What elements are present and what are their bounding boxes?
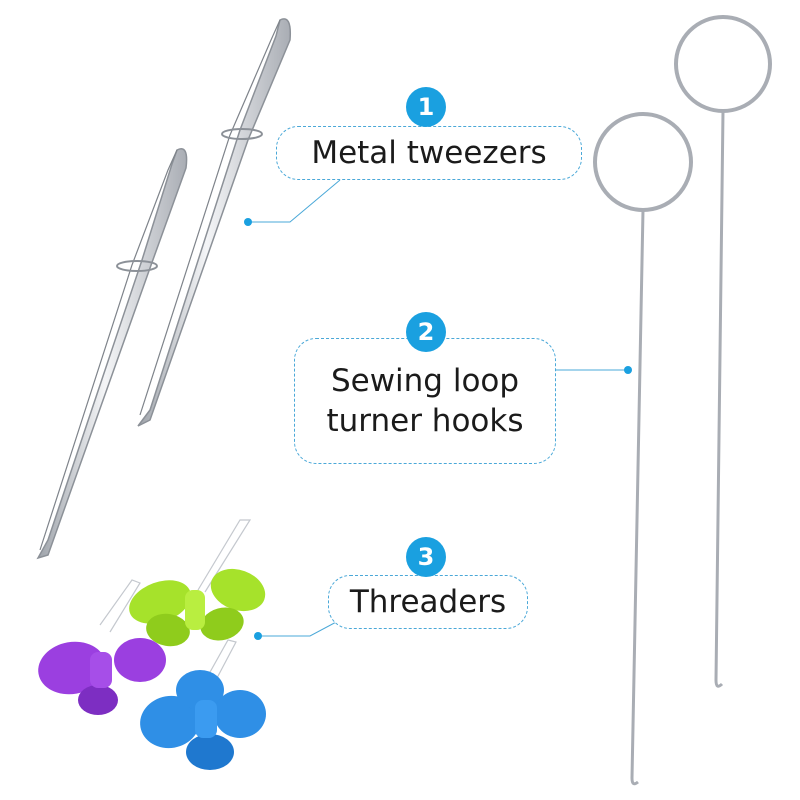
callout-threaders: Threaders [328,575,528,629]
callout-label-text: Sewing loop [330,362,520,399]
callout-sewing-loop-turner-hooks: Sewing loop turner hooks [294,338,556,464]
number-badge-1: 1 [406,87,446,127]
threader-green [129,519,266,647]
tweezers-large [137,18,292,427]
number-badge-3: 3 [406,537,446,577]
callout-label-text: turner hooks [326,403,524,439]
connector-1 [244,179,341,226]
threader-purple [38,579,166,715]
callout-label-text: Metal tweezers [311,134,547,171]
callout-metal-tweezers: Metal tweezers [276,126,582,180]
threader-blue [140,639,266,770]
loop-turner-hook-right [674,15,772,688]
callout-label-text: Threaders [349,583,507,620]
loop-turner-hook-left [593,112,693,786]
connector-2 [556,366,632,374]
connector-3 [254,619,341,640]
tweezers-small [36,148,188,560]
number-badge-2: 2 [406,312,446,352]
